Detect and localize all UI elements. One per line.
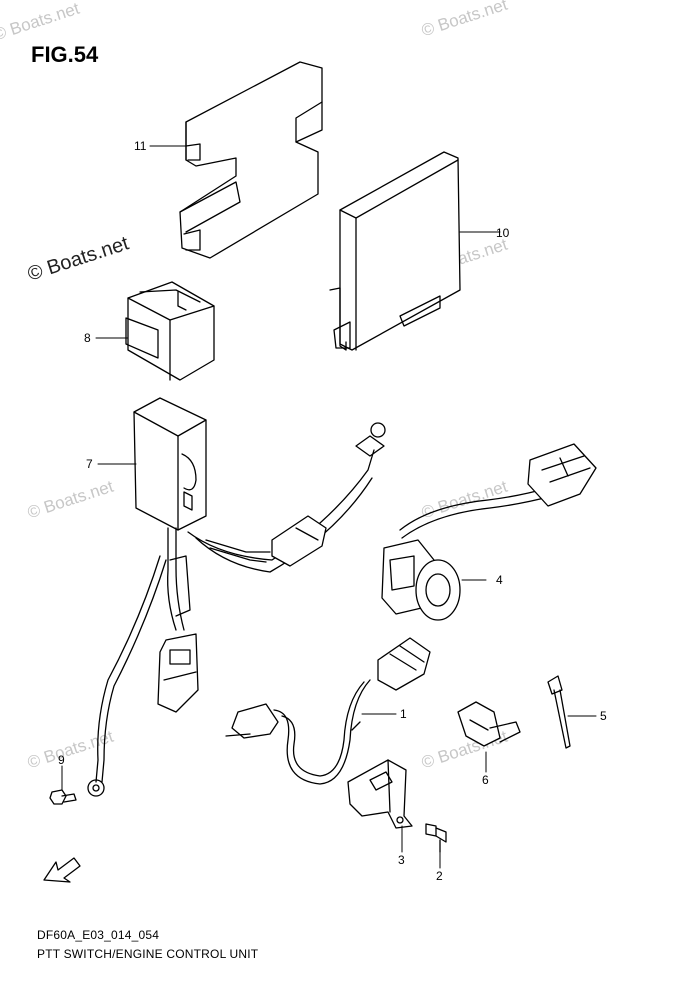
callout-8: 8 (84, 331, 91, 345)
part-9-bolt (49, 789, 77, 805)
callout-7: 7 (86, 457, 93, 471)
part-11-ecu-cover (179, 61, 323, 259)
callout-9: 9 (58, 753, 65, 767)
leader-lines (61, 145, 597, 869)
part-1-sensor-harness (225, 637, 431, 785)
part-4-ptt-switch (381, 443, 597, 621)
fwd-arrow-icon (43, 857, 81, 883)
callout-3: 3 (398, 853, 405, 867)
callout-10: 10 (496, 226, 510, 240)
part-3-bracket (347, 759, 413, 829)
drawing-code: DF60A_E03_014_054 (37, 928, 160, 942)
figure-title: FIG.54 (31, 42, 99, 67)
part-2-screw (425, 823, 447, 853)
figure-caption: PTT SWITCH/ENGINE CONTROL UNIT (37, 947, 259, 961)
part-10-ecu (329, 151, 461, 351)
part-8-relay (125, 281, 215, 381)
part-7-ptt-switch-unit (87, 397, 386, 797)
callout-6: 6 (482, 773, 489, 787)
callout-4: 4 (496, 573, 503, 587)
part-6-clip (457, 701, 521, 747)
part-5-cable-tie (547, 675, 571, 749)
callout-1: 1 (400, 707, 407, 721)
callout-2: 2 (436, 869, 443, 883)
callout-11: 11 (134, 139, 147, 153)
callout-5: 5 (600, 709, 607, 723)
